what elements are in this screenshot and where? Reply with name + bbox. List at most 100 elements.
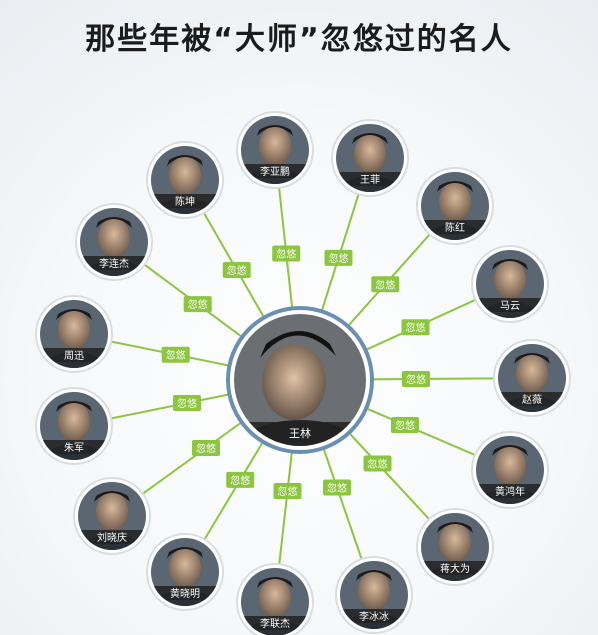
person-name: 赵薇 (522, 393, 542, 406)
portrait (78, 482, 146, 550)
name-strip (421, 561, 489, 575)
edge-label: 忽悠 (173, 395, 201, 411)
person-silhouette-icon (516, 354, 548, 394)
edge-label-box (402, 371, 430, 387)
portrait (241, 116, 309, 184)
edge-label: 忽悠 (371, 276, 400, 293)
person-node: 蒋大为 (416, 508, 494, 586)
person-name: 马云 (500, 300, 520, 312)
portrait (40, 392, 108, 460)
person-node: 赵薇 (493, 339, 571, 417)
person-name: 李联杰 (260, 617, 290, 630)
edge-label-text: 忽悠 (276, 248, 296, 261)
hair-icon (437, 522, 473, 533)
edge-label-text: 忽悠 (177, 397, 197, 410)
person-silhouette-icon (58, 402, 90, 442)
portrait (336, 124, 404, 192)
person-silhouette-icon (259, 126, 291, 166)
person-silhouette-icon (169, 156, 201, 196)
page-title: 那些年被“大师”忽悠过的名人 (85, 22, 513, 57)
name-strip (151, 586, 219, 600)
edge-label-box (161, 346, 190, 363)
person-silhouette-icon (98, 218, 130, 258)
person-node: 朱军 (35, 387, 113, 465)
name-strip (498, 392, 566, 406)
name-strip (241, 616, 309, 630)
edge-label: 忽悠 (272, 245, 301, 262)
hair-icon (356, 570, 392, 581)
person-silhouette-icon (439, 523, 471, 563)
edge-label-text: 忽悠 (166, 349, 186, 362)
person-silhouette-icon (96, 492, 128, 532)
hair-icon (94, 491, 130, 502)
edge-label-text: 忽悠 (327, 482, 347, 495)
edge-label-box (401, 319, 430, 336)
edge-label-box (323, 479, 351, 496)
person-name: 李亚鹏 (260, 165, 290, 178)
name-strip (40, 440, 108, 454)
hair-icon (260, 331, 336, 358)
edge-label: 忽悠 (402, 371, 430, 387)
person-silhouette-icon (358, 571, 390, 611)
edge-label-text: 忽悠 (196, 442, 216, 455)
edge-label-box (273, 483, 302, 499)
portrait (241, 568, 309, 635)
person-silhouette-icon (494, 260, 526, 300)
person-name: 蒋大为 (440, 562, 470, 575)
hair-icon (56, 401, 92, 412)
edge-label: 忽悠 (391, 417, 419, 433)
person-name: 周迅 (64, 350, 84, 362)
person-name: 陈坤 (175, 195, 195, 208)
person-node: 王菲 (331, 119, 409, 197)
name-strip (476, 298, 544, 312)
edge-label: 忽悠 (273, 483, 302, 499)
edge-label-box (371, 276, 400, 293)
person-node: 李亚鹏 (236, 111, 314, 189)
person-silhouette-icon (494, 446, 526, 486)
center-portrait (234, 314, 366, 446)
edge-label: 忽悠 (192, 440, 220, 456)
name-strip (340, 609, 408, 623)
person-node: 李连杰 (75, 203, 153, 281)
portrait (151, 146, 219, 214)
person-name: 陈红 (445, 221, 465, 234)
person-node: 黄晓明 (146, 533, 224, 611)
person-node: 周迅 (35, 295, 113, 373)
edge-label-text: 忽悠 (230, 474, 250, 487)
name-strip (151, 194, 219, 208)
hair-icon (352, 133, 388, 144)
hair-icon (167, 155, 203, 166)
name-strip (80, 256, 148, 270)
edge-label: 忽悠 (222, 262, 251, 278)
edge-label-box (222, 262, 251, 278)
hair-icon (492, 259, 528, 270)
edge-label-box (391, 417, 419, 433)
name-strip (78, 530, 146, 544)
person-node: 马云 (471, 245, 549, 323)
hair-icon (96, 217, 132, 228)
edge-label-text: 忽悠 (368, 458, 388, 471)
person-silhouette-icon (354, 134, 386, 174)
center-name: 王林 (289, 426, 311, 440)
center-name-strip (234, 422, 366, 442)
edge-label-text: 忽悠 (395, 419, 415, 432)
edge-label: 忽悠 (323, 479, 351, 496)
hair-icon (492, 445, 528, 456)
person-silhouette-icon (58, 310, 90, 350)
edge-label-box (192, 440, 220, 456)
person-node: 黄鸿年 (471, 431, 549, 509)
person-node: 陈红 (416, 167, 494, 245)
name-strip (40, 348, 108, 362)
edge-label-text: 忽悠 (406, 321, 426, 334)
edge-label-text: 忽悠 (188, 298, 208, 311)
edge-label-text: 忽悠 (375, 278, 395, 291)
hair-icon (56, 309, 92, 320)
person-silhouette-icon (262, 344, 326, 420)
edge-label-box (183, 296, 212, 313)
edge-label-box (226, 471, 255, 488)
hair-icon (514, 353, 550, 364)
name-strip (241, 164, 309, 178)
